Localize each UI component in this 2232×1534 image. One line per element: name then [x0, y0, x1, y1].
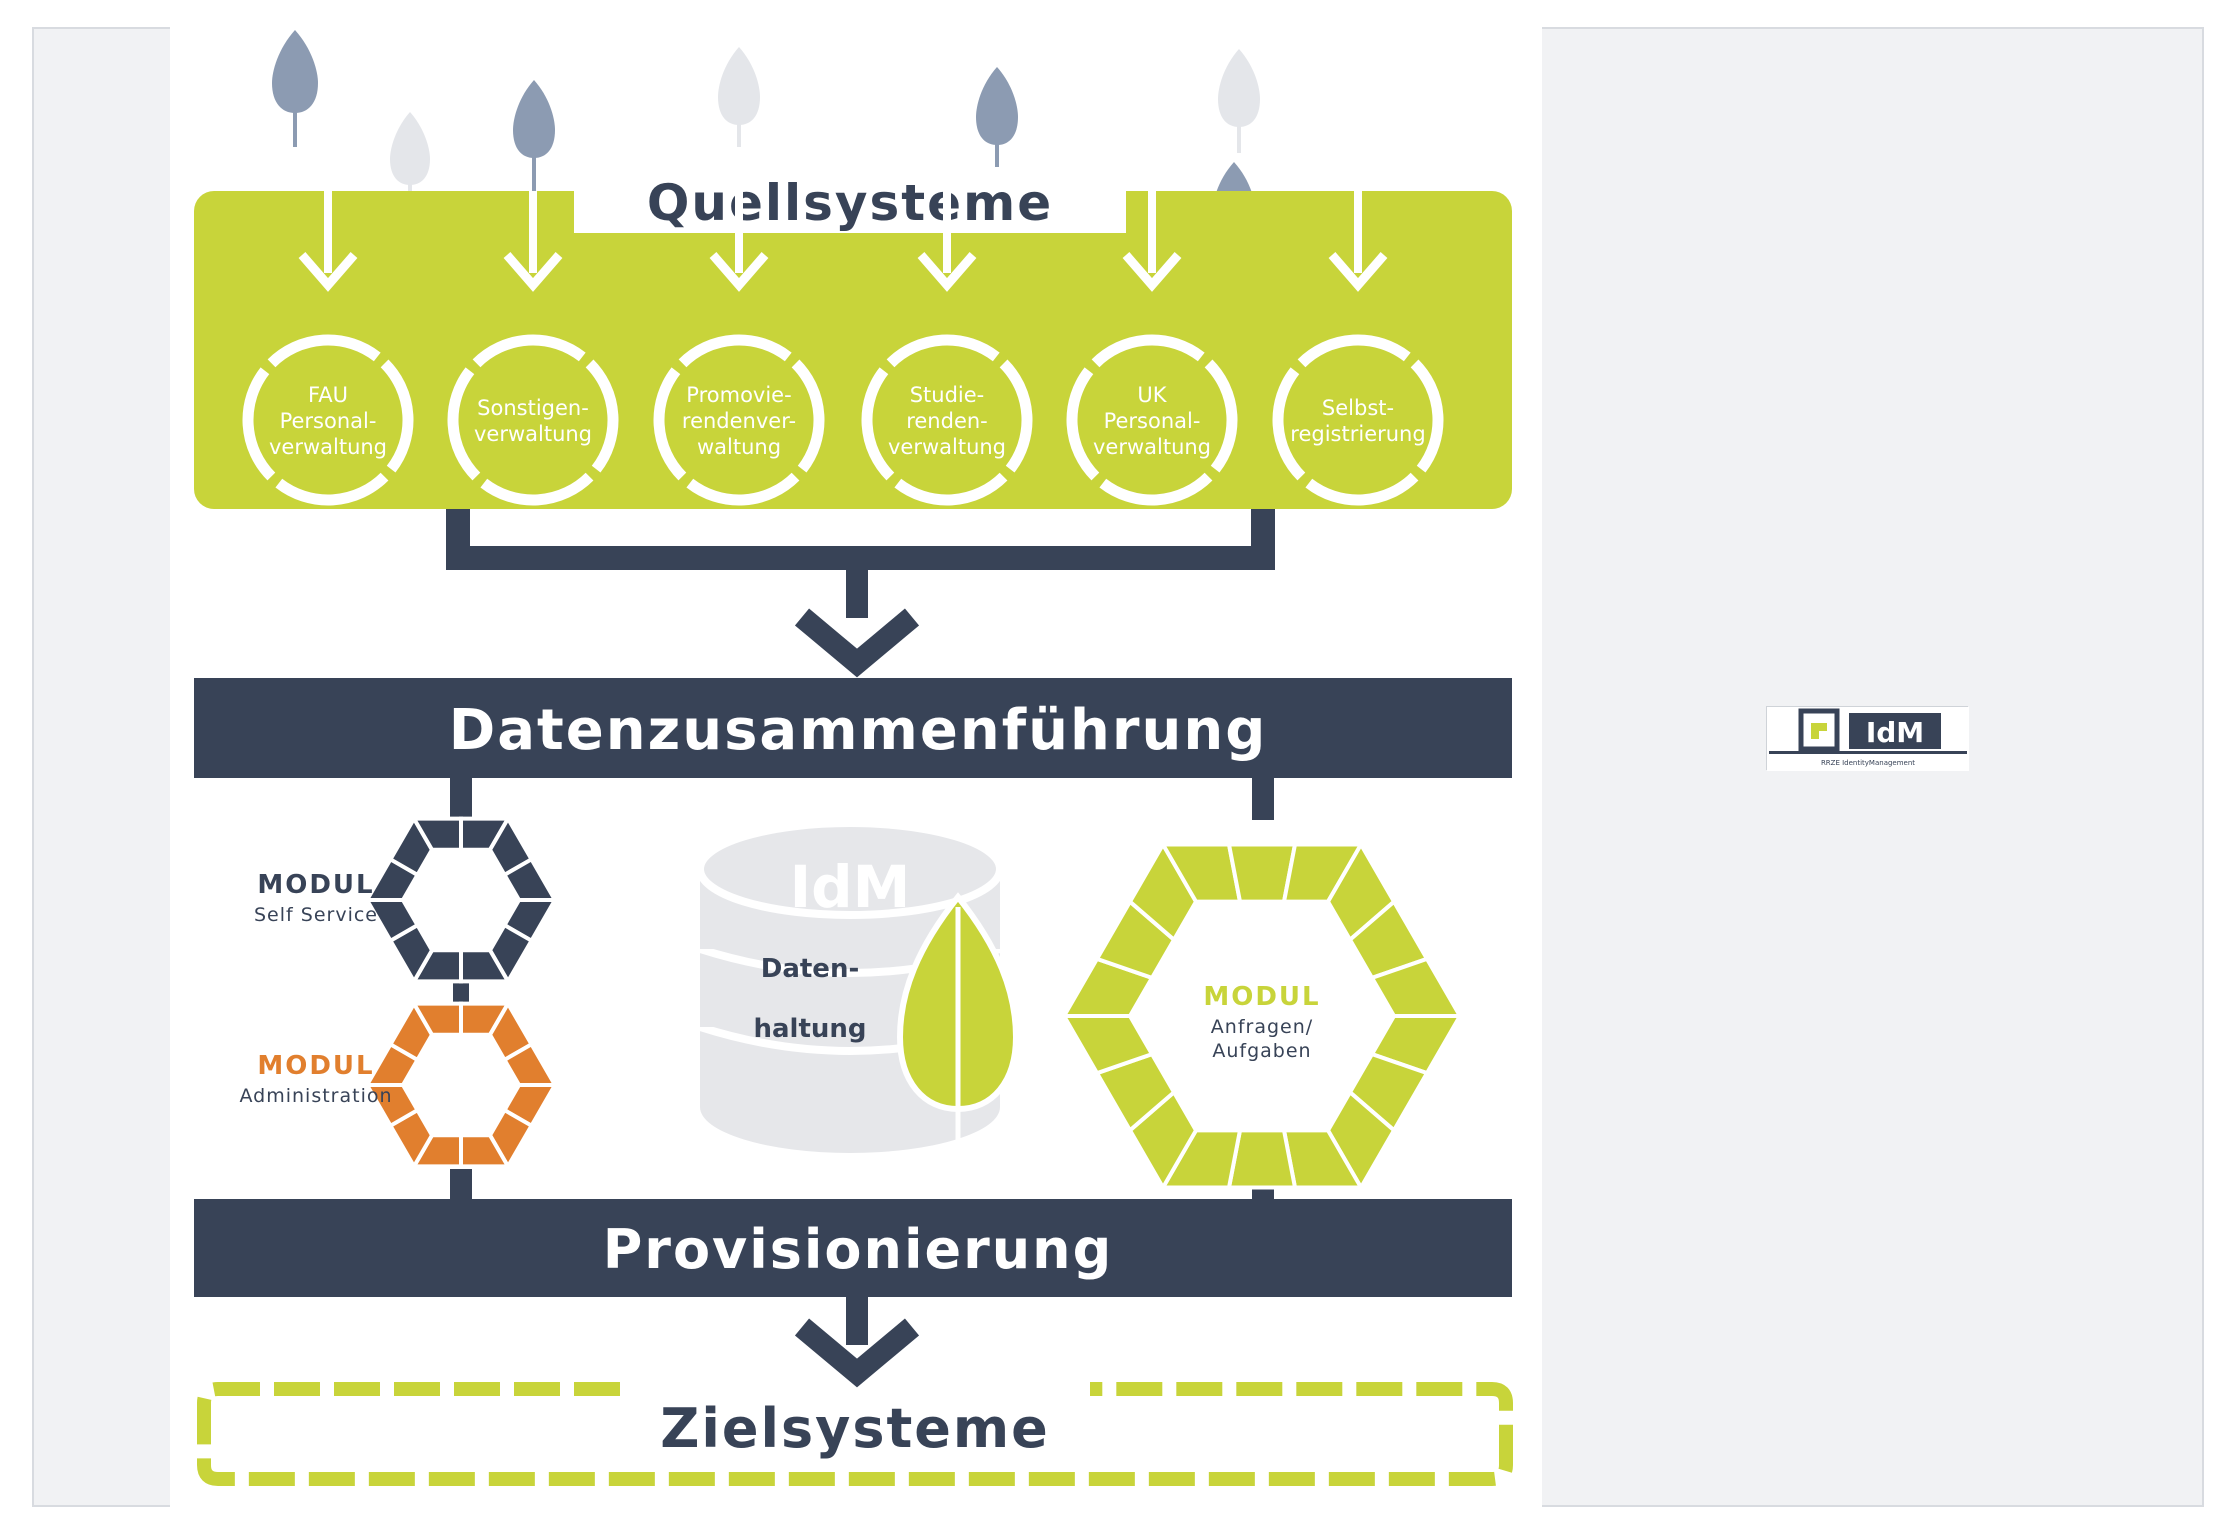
database-brand-label: IdM: [790, 853, 911, 921]
module-administration-hexagon: [363, 999, 559, 1171]
source-arrow: [503, 191, 563, 292]
source-ring: [447, 334, 619, 506]
merge-label: Datenzusammenführung: [449, 698, 1268, 763]
module-self-service-hexagon: [363, 814, 559, 986]
source-arrow: [1122, 191, 1182, 292]
source-label-line: rendenver-: [682, 409, 796, 433]
provision-label: Provisionierung: [603, 1218, 1114, 1281]
source-ring: [1066, 334, 1238, 506]
source-ring: [653, 334, 825, 506]
source-systems-title: Quellsysteme: [647, 174, 1053, 232]
source-arrow: [917, 191, 977, 292]
source-label-line: FAU: [308, 383, 348, 407]
connector-left-bottom: [450, 1169, 472, 1199]
source-ring: [242, 334, 414, 506]
source-label-line: Sonstigen-: [477, 396, 589, 420]
source-system-4: Studie-renden-verwaltung: [861, 191, 1033, 506]
leaf-icon: [513, 80, 555, 196]
source-arrow: [709, 191, 769, 292]
leaf-icon: [390, 112, 430, 213]
logo-text: IdM: [1866, 716, 1924, 749]
provision-bar: [194, 1199, 1512, 1297]
connector-right-top: [1252, 778, 1274, 820]
source-ring: [1272, 334, 1444, 506]
database-label-line2: haltung: [753, 1014, 866, 1044]
source-system-6: Selbst-registrierung: [1272, 191, 1444, 506]
database-label-line1: Daten-: [761, 954, 860, 984]
module-requests-title: MODUL: [1203, 982, 1320, 1012]
source-label-line: verwaltung: [888, 435, 1006, 459]
leaf-icon: [976, 67, 1018, 175]
leaf-icon: [1218, 49, 1260, 153]
leaf-icon: [718, 47, 760, 147]
source-label-line: Selbst-: [1322, 396, 1394, 420]
source-label-line: UK: [1137, 383, 1167, 407]
idm-architecture-diagram: Quellsysteme FAUPersonal-verwaltungSonst…: [194, 30, 1513, 1486]
source-label-line: Personal-: [280, 409, 377, 433]
connector-between-modules: [453, 982, 469, 1004]
merge-connector: [446, 509, 1275, 678]
module-administration-title: MODUL: [257, 1051, 374, 1081]
source-label-line: Promovie-: [686, 383, 791, 407]
target-systems-title: Zielsysteme: [660, 1397, 1050, 1460]
connector-left-top: [450, 778, 472, 820]
logo-subtitle: RRZE IdentityManagement: [1821, 759, 1915, 767]
source-systems: FAUPersonal-verwaltungSonstigen-verwaltu…: [242, 191, 1444, 506]
target-systems-box: [197, 1382, 1513, 1486]
leaf-icon: [896, 892, 1020, 1147]
source-system-2: Sonstigen-verwaltung: [447, 191, 619, 506]
source-label-line: verwaltung: [269, 435, 387, 459]
source-ring: [861, 334, 1033, 506]
source-arrow: [1328, 191, 1388, 292]
source-system-3: Promovie-rendenver-waltung: [653, 191, 825, 506]
source-label-line: registrierung: [1290, 422, 1425, 446]
source-arrow: [298, 191, 358, 292]
module-requests-hexagon: [1060, 840, 1464, 1192]
module-requests-line2: Aufgaben: [1212, 1040, 1311, 1062]
idm-logo: IdM RRZE IdentityManagement: [1766, 706, 1969, 771]
source-label-line: verwaltung: [474, 422, 592, 446]
source-label-line: renden-: [906, 409, 988, 433]
source-label-line: waltung: [697, 435, 781, 459]
leaf-icon: [272, 30, 318, 147]
module-self-service-title: MODUL: [257, 870, 374, 900]
module-administration-subtitle: Administration: [239, 1085, 392, 1107]
source-label-line: Personal-: [1104, 409, 1201, 433]
merge-bar: [194, 678, 1512, 778]
module-self-service-subtitle: Self Service: [254, 904, 378, 926]
source-label-line: Studie-: [910, 383, 985, 407]
module-requests-line1: Anfragen/: [1211, 1016, 1313, 1038]
provision-arrow: [794, 1297, 920, 1388]
idm-logo-graphic: IdM RRZE IdentityManagement: [1767, 707, 1969, 771]
source-label-line: verwaltung: [1093, 435, 1211, 459]
